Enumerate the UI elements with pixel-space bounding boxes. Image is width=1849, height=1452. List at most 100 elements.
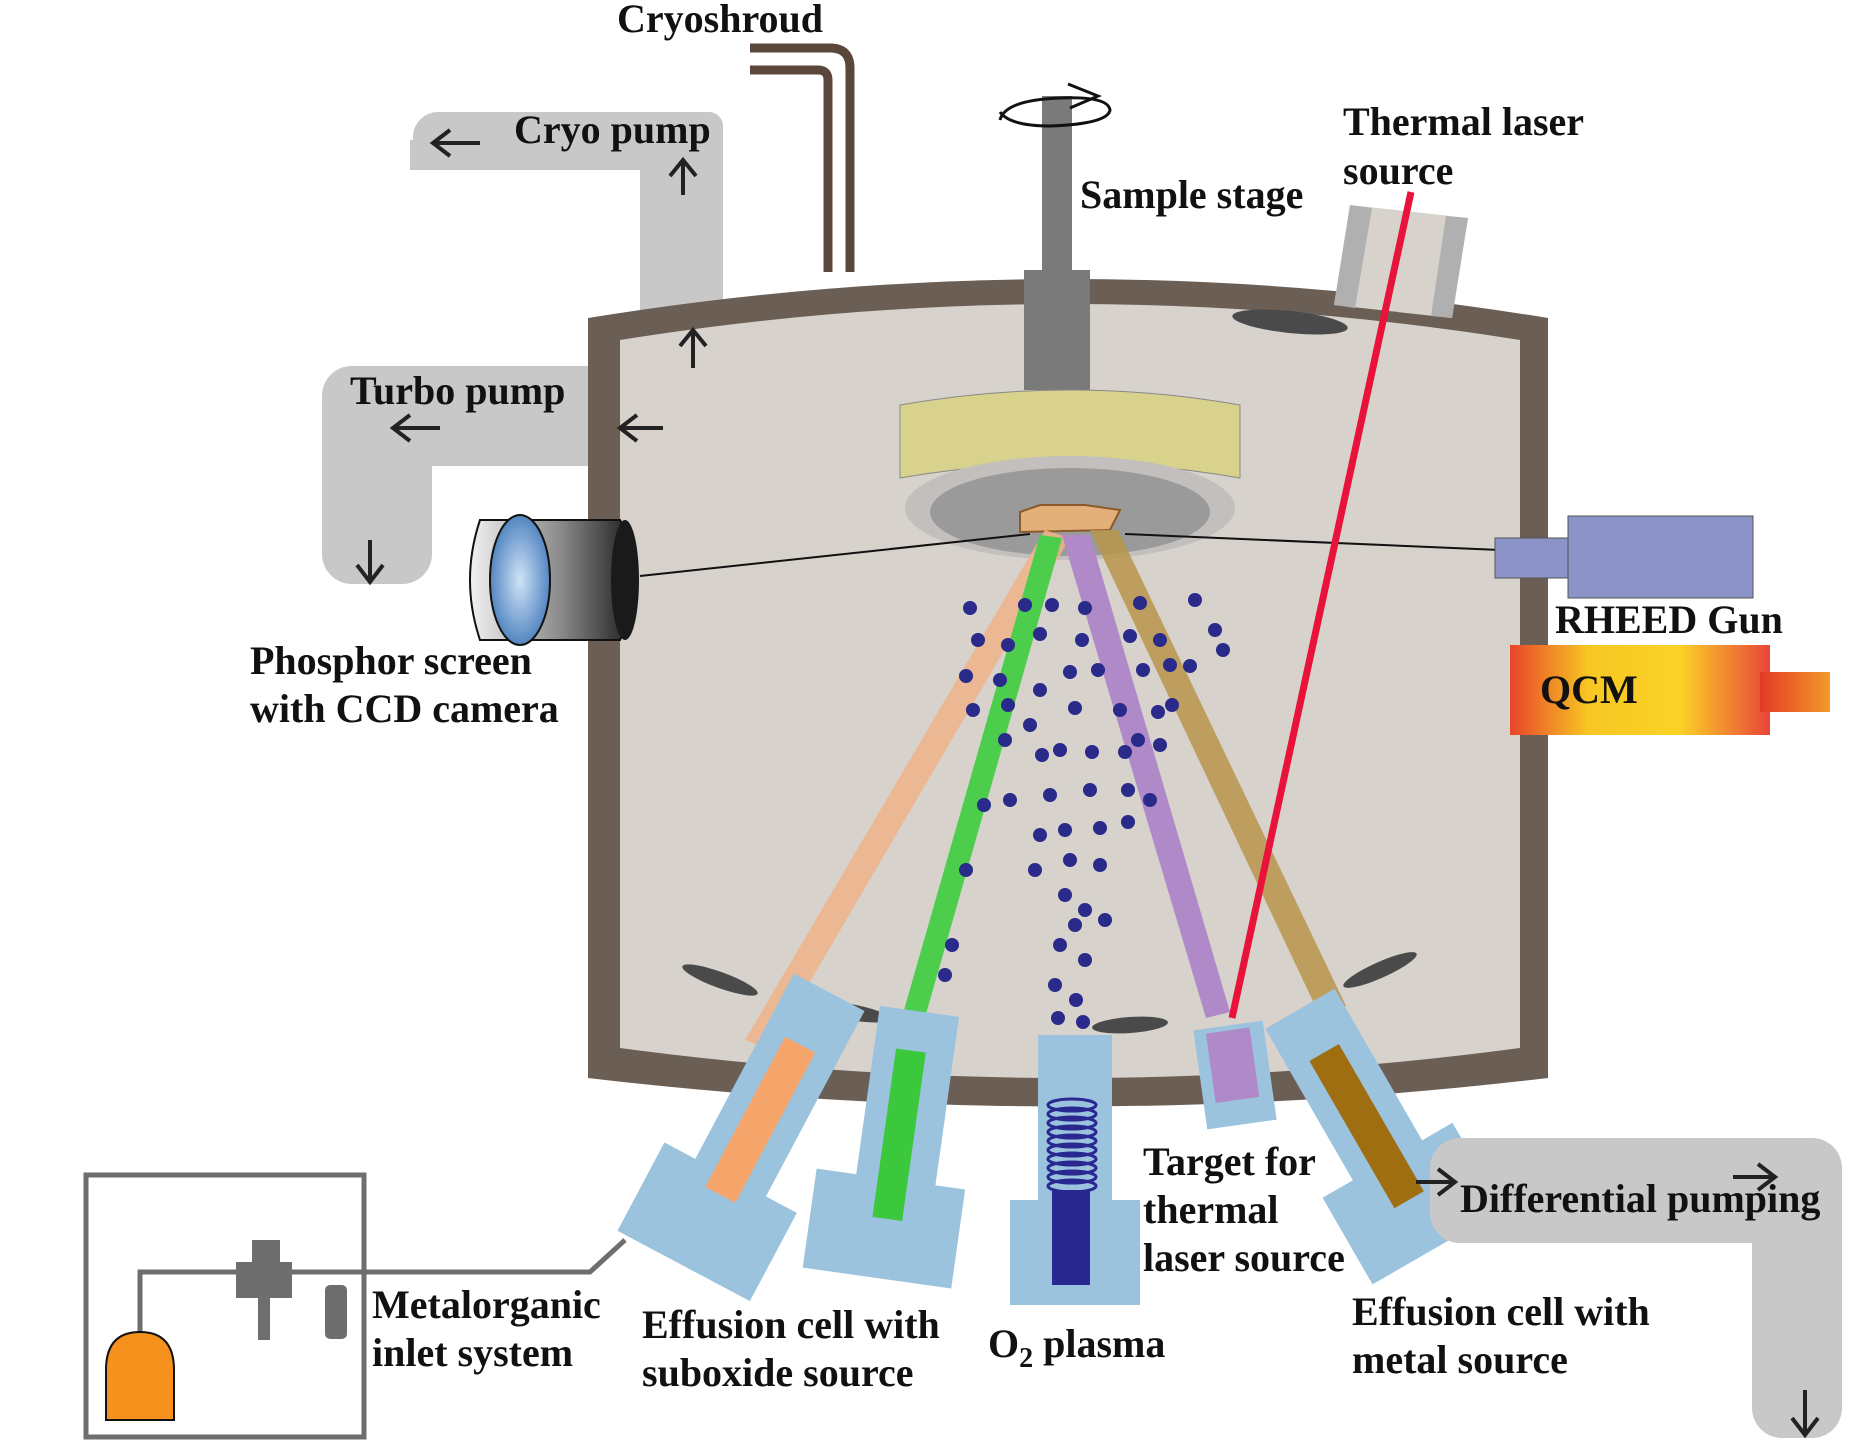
plasma-coil-turn	[1046, 1178, 1098, 1194]
differential-pumping-pipe	[1430, 1138, 1842, 1438]
plasma-particle	[1216, 643, 1230, 657]
oxygen-plasma-particles	[938, 593, 1230, 1029]
cryoshroud-tubes	[750, 43, 855, 272]
plasma-particle	[971, 633, 985, 647]
sample-stage-label: Sample stage	[1080, 172, 1303, 217]
plasma-coil-turn	[1046, 1133, 1098, 1149]
plasma-particle	[1068, 918, 1082, 932]
plasma-particle	[1035, 748, 1049, 762]
plasma-particle	[1053, 938, 1067, 952]
plasma-coil-turn	[1046, 1169, 1098, 1185]
metalorganic-label-line2: inlet system	[372, 1330, 573, 1375]
arrow-right-icon	[1733, 1162, 1779, 1192]
plasma-coil-turn	[1046, 1097, 1098, 1113]
plasma-particle	[1069, 993, 1083, 1007]
target-label-line1: Target for	[1143, 1139, 1316, 1184]
plasma-particle	[1078, 601, 1092, 615]
plasma-particle	[1033, 683, 1047, 697]
plasma-particle	[1078, 953, 1092, 967]
rheed-beam-lines	[639, 533, 1501, 577]
suboxide-effusion-cell	[617, 973, 865, 1302]
plasma-particle	[1045, 598, 1059, 612]
plasma-particle	[1033, 828, 1047, 842]
cryoshroud-label: Cryoshroud	[617, 0, 823, 41]
plasma-particle	[1053, 743, 1067, 757]
plasma-particle	[963, 601, 977, 615]
arrow-up-icon	[678, 326, 708, 368]
plasma-particle	[1165, 698, 1179, 712]
plasma-particle	[1075, 633, 1089, 647]
differential-pumping-label: Differential pumping	[1460, 1176, 1820, 1221]
plasma-particle	[1121, 783, 1135, 797]
plasma-particle	[1131, 733, 1145, 747]
sample-stage	[899, 96, 1241, 560]
qcm-sensor	[1510, 645, 1830, 735]
rheed-gun	[1494, 515, 1754, 599]
plasma-particle	[1183, 659, 1197, 673]
oxygen-plasma-source	[1010, 1035, 1140, 1305]
plasma-particle	[1123, 629, 1137, 643]
arrow-up-icon	[668, 156, 698, 195]
plasma-particle	[945, 938, 959, 952]
plasma-particle	[1091, 663, 1105, 677]
arrow-left-icon	[616, 413, 663, 443]
plasma-particle	[993, 673, 1007, 687]
plasma-particle	[1051, 1011, 1065, 1025]
target-label-line2: thermal	[1143, 1187, 1279, 1232]
rotation-arrow-icon	[998, 82, 1112, 128]
plasma-particle	[1133, 596, 1147, 610]
qcm-label: QCM	[1540, 667, 1638, 712]
plasma-particle	[1033, 627, 1047, 641]
plasma-particle	[1001, 638, 1015, 652]
plasma-particle	[998, 733, 1012, 747]
phosphor-label-line1: Phosphor screen	[250, 638, 532, 683]
plasma-particle	[1043, 788, 1057, 802]
flow-arrows	[355, 128, 1820, 1439]
plasma-particle	[1085, 745, 1099, 759]
plasma-particle	[1093, 821, 1107, 835]
plasma-coil-turn	[1046, 1124, 1098, 1140]
plasma-particle	[1068, 701, 1082, 715]
plasma-particle	[1208, 623, 1222, 637]
plasma-particle	[1023, 718, 1037, 732]
o2-plasma-label: O2 plasma	[988, 1321, 1165, 1374]
phosphor-screen-camera	[469, 514, 639, 646]
arrow-down-icon	[1790, 1390, 1820, 1439]
arrow-down-icon	[355, 540, 385, 586]
plasma-particle	[1048, 978, 1062, 992]
laser-port	[1232, 205, 1468, 335]
effusion-suboxide-label-line2: suboxide source	[642, 1350, 914, 1395]
metalorganic-label-line1: Metalorganic	[372, 1282, 601, 1327]
plasma-particle	[1063, 853, 1077, 867]
plasma-particle	[1078, 903, 1092, 917]
plasma-particle	[1093, 858, 1107, 872]
plasma-particle	[938, 968, 952, 982]
plasma-particle	[1018, 598, 1032, 612]
metalorganic-inlet-system	[83, 1172, 627, 1440]
plasma-particle	[1151, 705, 1165, 719]
turbo-pump-label: Turbo pump	[350, 368, 565, 413]
target-label-line3: laser source	[1143, 1235, 1345, 1280]
plasma-coil-turn	[1046, 1115, 1098, 1131]
plasma-particle	[1063, 665, 1077, 679]
plasma-coil-turn	[1046, 1106, 1098, 1122]
arrow-left-icon	[389, 413, 440, 443]
plasma-coil-turn	[1046, 1142, 1098, 1158]
plasma-particle	[1136, 663, 1150, 677]
plasma-particle	[1153, 633, 1167, 647]
plasma-coil-turn	[1046, 1151, 1098, 1167]
thermal-laser-label-line1: Thermal laser	[1343, 99, 1584, 144]
plasma-particle	[1113, 703, 1127, 717]
effusion-metal-label-line2: metal source	[1352, 1337, 1568, 1382]
molecular-beams	[745, 530, 1346, 1070]
plasma-particle	[977, 798, 991, 812]
plasma-particle	[1058, 888, 1072, 902]
plasma-particle	[1083, 783, 1097, 797]
plasma-particle	[966, 703, 980, 717]
phosphor-label-line2: with CCD camera	[250, 686, 559, 731]
plasma-particle	[1121, 815, 1135, 829]
effusion-suboxide-label-line1: Effusion cell with	[642, 1302, 940, 1347]
arrow-right-icon	[1416, 1167, 1459, 1197]
